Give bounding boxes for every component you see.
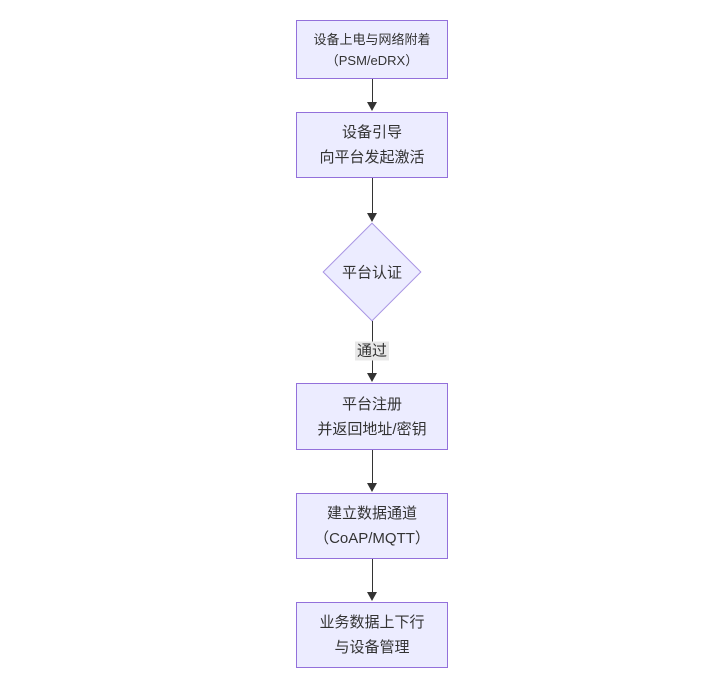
node-bootstrap-line1: 设备引导 [341,124,402,141]
arrow-power-to-bootstrap [367,79,378,111]
node-bootstrap: 设备引导 向平台发起激活 [296,112,448,178]
arrow-shaft [372,178,373,214]
node-data-channel-line2: （CoAP/MQTT） [314,530,430,547]
node-business-data: 业务数据上下行 与设备管理 [296,602,448,668]
node-register-line1: 平台注册 [341,395,402,413]
node-register: 平台注册 并返回地址/密钥 [296,383,448,450]
node-auth-label: 平台认证 [341,264,403,282]
node-data-channel-line1: 建立数据通道 [326,505,417,522]
arrow-shaft [372,559,373,593]
node-auth-decision: 平台认证 [322,222,422,322]
arrow-shaft [372,450,373,484]
arrow-head-icon [367,592,377,601]
arrow-bootstrap-to-auth [367,178,378,222]
node-register-line2: 并返回地址/密钥 [317,420,427,438]
arrow-shaft [372,79,373,103]
node-power-on-line1: 设备上电与网络附着 [313,31,431,47]
node-bootstrap-line2: 向平台发起激活 [319,149,425,166]
node-power-on-line2: （PSM/eDRX） [325,52,419,68]
arrow-head-icon [367,373,377,382]
node-power-on: 设备上电与网络附着 （PSM/eDRX） [296,20,448,79]
node-business-data-line2: 与设备管理 [334,639,410,656]
node-business-data-line1: 业务数据上下行 [319,614,425,631]
arrow-head-icon [367,102,377,111]
arrow-head-icon [367,483,377,492]
node-data-channel: 建立数据通道 （CoAP/MQTT） [296,493,448,559]
arrow-register-to-channel [367,450,378,492]
edge-label-pass: 通过 [354,341,390,361]
arrow-channel-to-business [367,559,378,601]
arrow-head-icon [367,213,377,222]
